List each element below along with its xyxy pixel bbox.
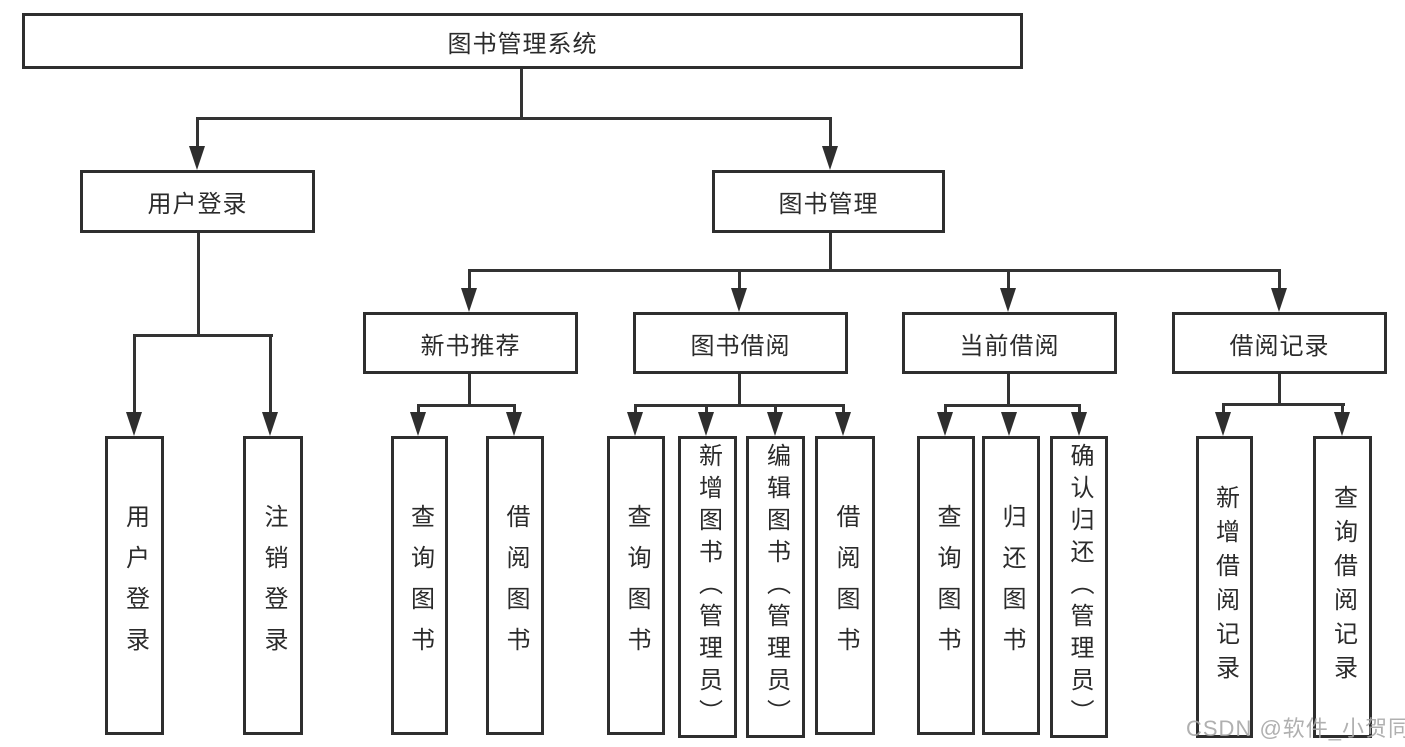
- connector-line: [269, 334, 272, 414]
- leaf-add-borrow-record: 新增借阅记录: [1196, 436, 1253, 738]
- connector-line: [468, 269, 1281, 272]
- node-user-login-label: 用户登录: [147, 191, 248, 218]
- leaf-query-books-borrow-label: 查询图书: [623, 503, 650, 668]
- connector-line: [520, 69, 523, 119]
- connector-line: [1278, 374, 1281, 406]
- leaf-add-books-admin-label: 新增图书（管理员）: [694, 443, 722, 731]
- arrow-down-icon: [1071, 412, 1087, 436]
- leaf-user-login-label: 用户登录: [121, 503, 149, 668]
- leaf-logout: 注销登录: [243, 436, 303, 735]
- connector-line: [842, 404, 845, 414]
- node-book-management-label: 图书管理: [778, 191, 879, 218]
- leaf-query-borrow-record: 查询借阅记录: [1313, 436, 1372, 738]
- node-book-borrow-label: 图书借阅: [690, 332, 791, 360]
- connector-line: [468, 374, 471, 407]
- connector-line: [196, 117, 832, 120]
- leaf-borrow-books: 借阅图书: [815, 436, 875, 735]
- node-new-book-recommend: 新书推荐: [363, 312, 578, 374]
- connector-line: [738, 269, 741, 290]
- connector-line: [417, 404, 516, 407]
- connector-line: [738, 374, 741, 407]
- connector-line: [417, 404, 420, 414]
- leaf-query-books-recommend: 查询图书: [391, 436, 448, 735]
- connector-line: [513, 404, 516, 414]
- arrow-down-icon: [410, 412, 426, 436]
- arrow-down-icon: [698, 412, 714, 436]
- connector-line: [133, 334, 136, 414]
- leaf-logout-label: 注销登录: [260, 503, 287, 668]
- arrow-down-icon: [835, 412, 851, 436]
- node-user-login: 用户登录: [80, 170, 315, 233]
- arrow-down-icon: [1271, 288, 1287, 312]
- arrow-down-icon: [506, 412, 522, 436]
- connector-line: [944, 404, 1081, 407]
- node-borrow-records: 借阅记录: [1172, 312, 1387, 374]
- node-root: 图书管理系统: [22, 13, 1023, 69]
- arrow-down-icon: [1001, 412, 1017, 436]
- leaf-borrow-books-label: 借阅图书: [832, 503, 859, 668]
- connector-line: [1278, 269, 1281, 290]
- leaf-user-login: 用户登录: [105, 436, 164, 735]
- node-root-label: 图书管理系统: [447, 30, 598, 58]
- arrow-down-icon: [822, 146, 838, 170]
- arrow-down-icon: [767, 412, 783, 436]
- leaf-query-books-borrow: 查询图书: [607, 436, 665, 735]
- leaf-confirm-return-admin-label: 确认归还（管理员）: [1066, 443, 1093, 731]
- leaf-query-books-current-label: 查询图书: [933, 503, 960, 668]
- leaf-borrow-books-recommend: 借阅图书: [486, 436, 544, 735]
- arrow-down-icon: [937, 412, 953, 436]
- connector-line: [829, 233, 832, 272]
- connector-line: [829, 117, 832, 148]
- leaf-borrow-books-recommend-label: 借阅图书: [502, 503, 529, 668]
- leaf-return-books-label: 归还图书: [998, 503, 1025, 668]
- connector-line: [944, 404, 947, 414]
- arrow-down-icon: [461, 288, 477, 312]
- leaf-query-books-current: 查询图书: [917, 436, 975, 735]
- node-new-book-recommend-label: 新书推荐: [420, 332, 521, 360]
- node-current-borrow-label: 当前借阅: [959, 332, 1060, 360]
- connector-line: [1007, 374, 1010, 407]
- connector-line: [705, 404, 708, 414]
- node-book-management: 图书管理: [712, 170, 945, 233]
- connector-line: [1078, 404, 1081, 414]
- node-book-borrow: 图书借阅: [633, 312, 848, 374]
- connector-line: [133, 334, 273, 337]
- connector-line: [1222, 403, 1345, 406]
- arrow-down-icon: [1215, 412, 1231, 436]
- arrow-down-icon: [1334, 412, 1350, 436]
- leaf-query-borrow-record-label: 查询借阅记录: [1329, 485, 1357, 689]
- arrow-down-icon: [731, 288, 747, 312]
- leaf-query-books-recommend-label: 查询图书: [406, 503, 434, 668]
- connector-line: [1007, 269, 1010, 290]
- arrow-down-icon: [1000, 288, 1016, 312]
- arrow-down-icon: [126, 412, 142, 436]
- leaf-add-borrow-record-label: 新增借阅记录: [1211, 485, 1239, 689]
- arrow-down-icon: [627, 412, 643, 436]
- connector-line: [1222, 403, 1225, 414]
- leaf-add-books-admin: 新增图书（管理员）: [678, 436, 737, 738]
- connector-line: [196, 117, 199, 148]
- connector-line: [197, 233, 200, 337]
- leaf-return-books: 归还图书: [982, 436, 1040, 735]
- connector-line: [774, 404, 777, 414]
- connector-line: [634, 404, 637, 414]
- node-borrow-records-label: 借阅记录: [1229, 332, 1330, 360]
- leaf-edit-books-admin: 编辑图书（管理员）: [746, 436, 805, 738]
- connector-line: [634, 404, 845, 407]
- leaf-edit-books-admin-label: 编辑图书（管理员）: [762, 443, 790, 731]
- watermark: CSDN @软件_小贺同学: [1186, 716, 1405, 741]
- connector-line: [1341, 403, 1344, 414]
- leaf-confirm-return-admin: 确认归还（管理员）: [1050, 436, 1108, 738]
- arrow-down-icon: [189, 146, 205, 170]
- arrow-down-icon: [262, 412, 278, 436]
- connector-line: [468, 269, 471, 290]
- node-current-borrow: 当前借阅: [902, 312, 1117, 374]
